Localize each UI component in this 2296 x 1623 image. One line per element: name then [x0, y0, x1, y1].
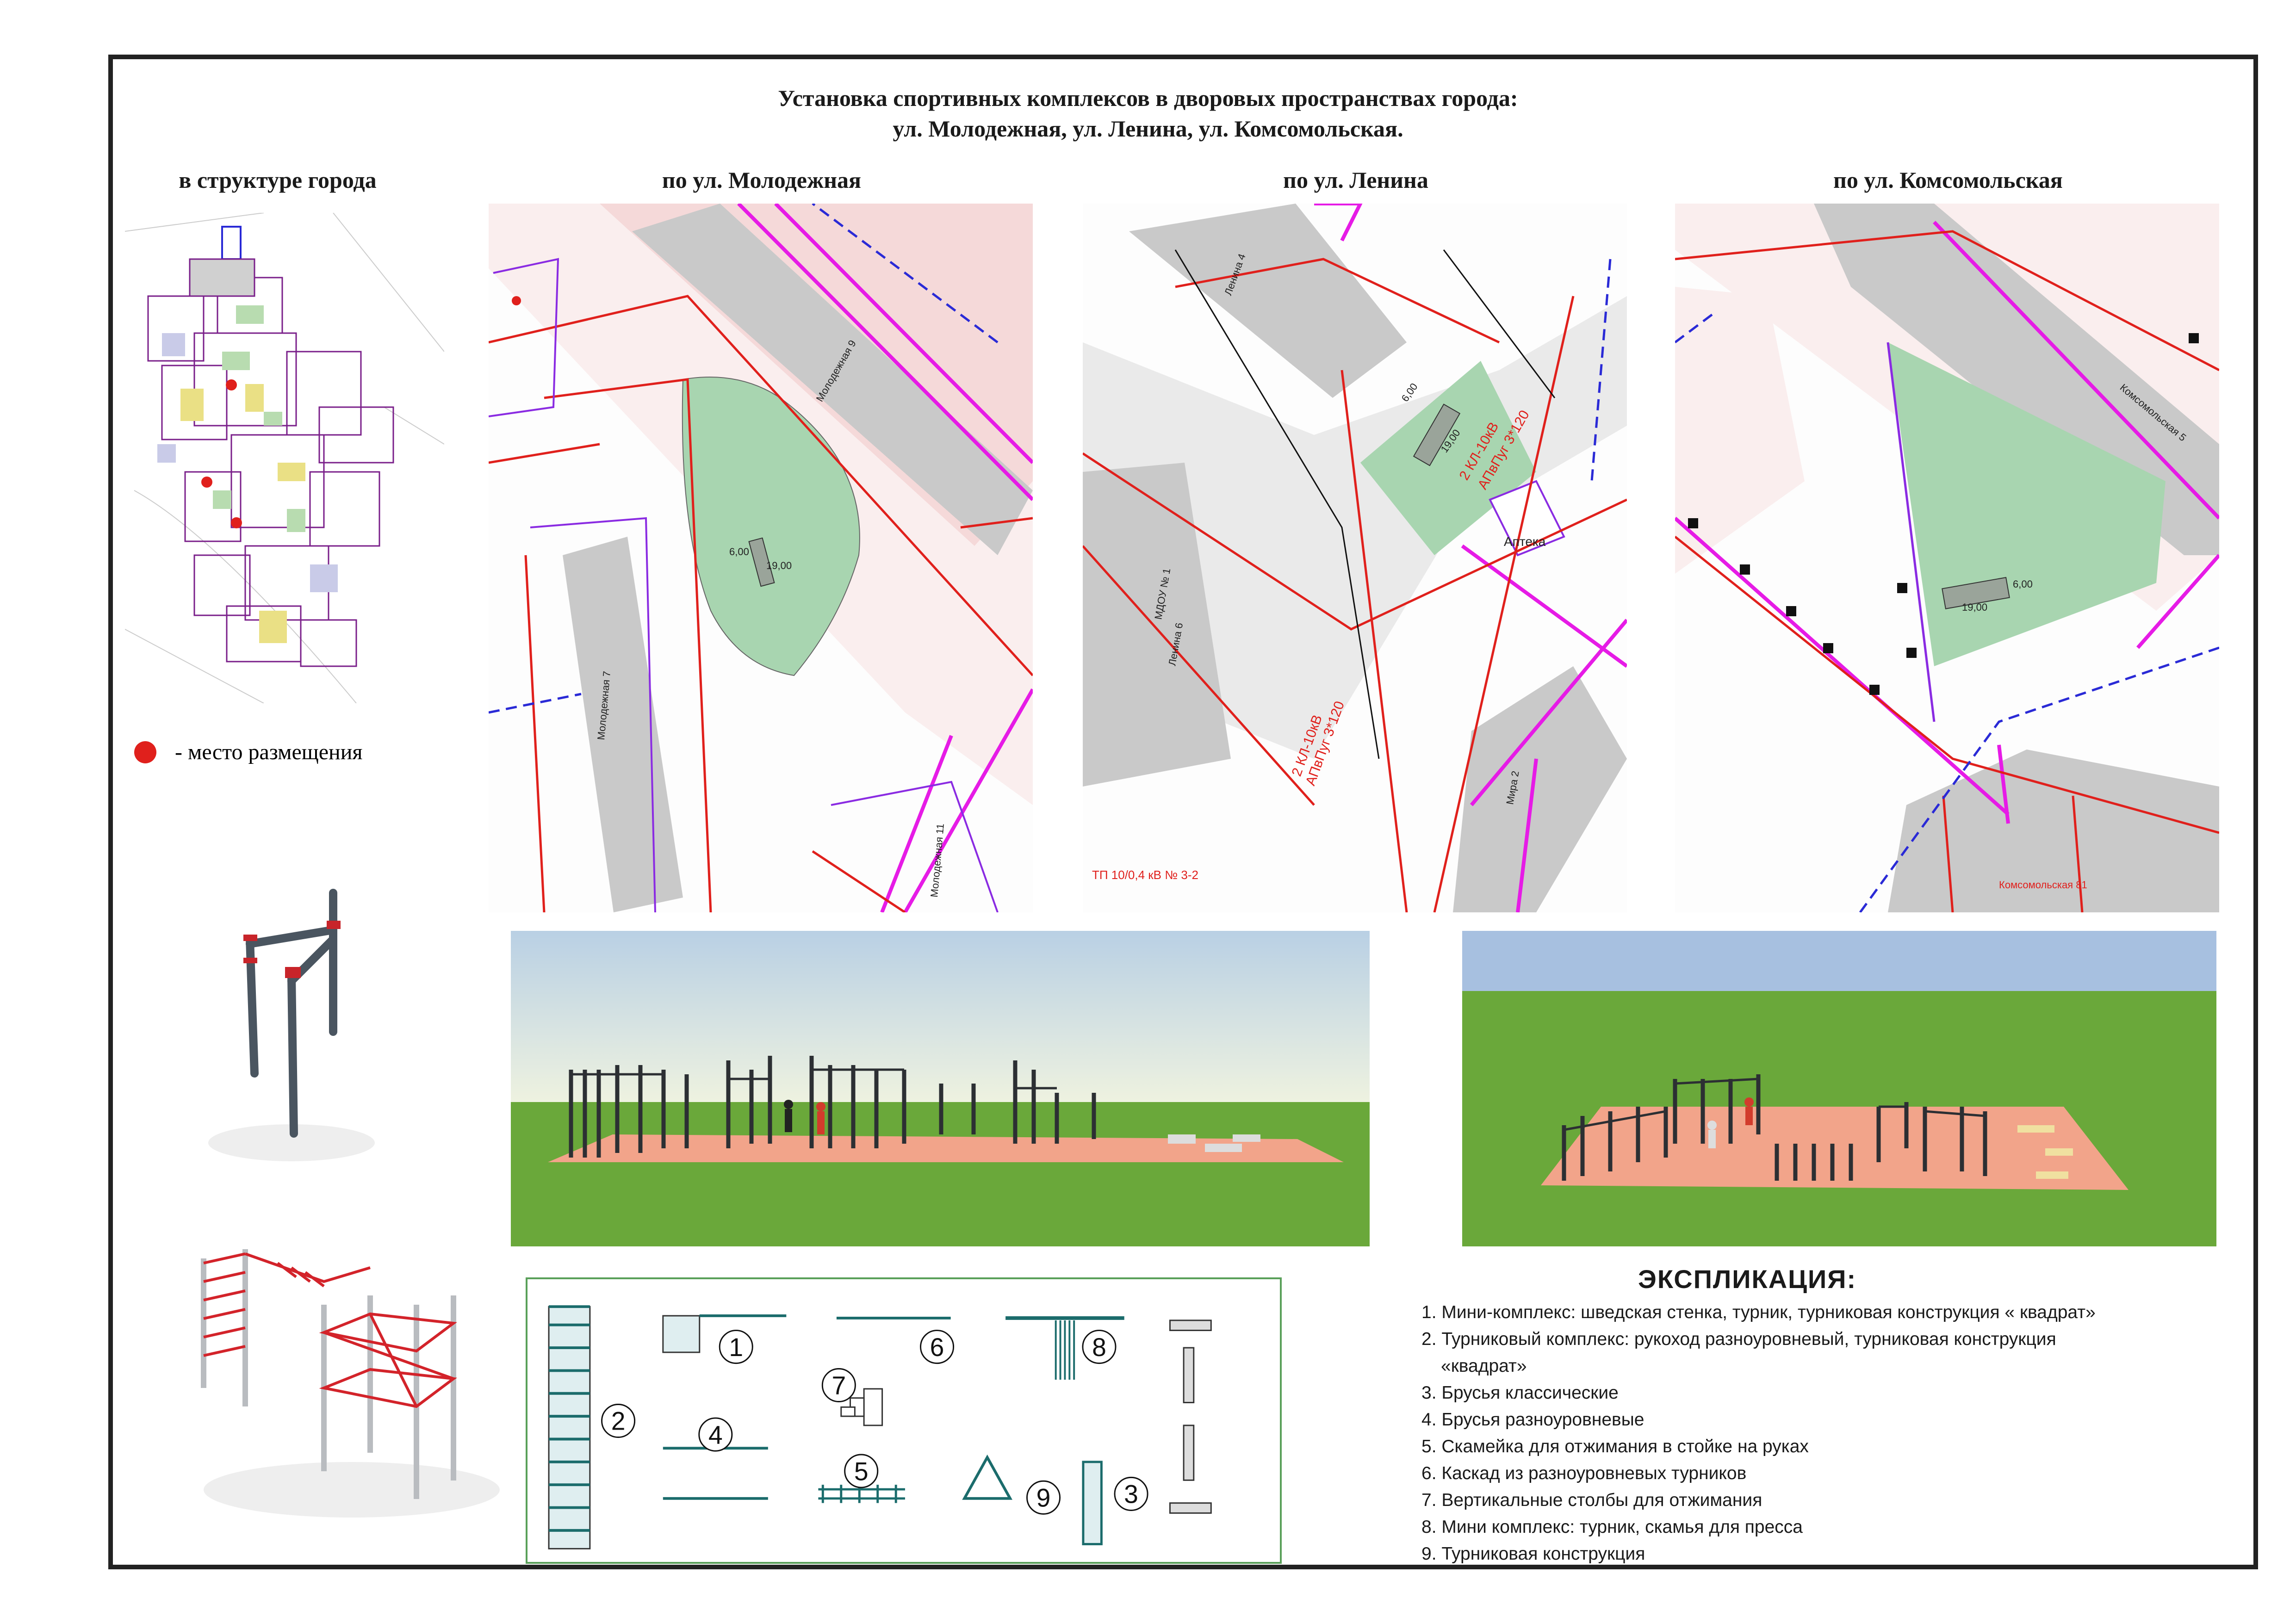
placement-marker-icon: [134, 741, 156, 763]
placement-markers: [201, 379, 242, 528]
map-lenina: 19,00 6,00 Ленина 4 МДОУ № 1 Ленина 6 Ап…: [1083, 204, 1627, 912]
section-title-city: в структуре города: [179, 167, 377, 193]
explication-item: 1. Мини-комплекс: шведская стенка, турни…: [1421, 1302, 2096, 1322]
plan-number-8: 8: [1092, 1333, 1106, 1362]
explication-item: 4. Брусья разноуровневые: [1421, 1410, 1644, 1430]
equipment-render-wall-bars: [176, 1212, 500, 1527]
explication-item: 7. Вертикальные столбы для отжимания: [1421, 1490, 1762, 1510]
plan-number-2: 2: [611, 1407, 626, 1436]
building-label-2: Комсомольская 81: [1999, 879, 2087, 891]
plan-number-1: 1: [729, 1333, 743, 1362]
render-molodezhnaya: [511, 931, 1370, 1246]
equipment-render-pullup-frame: [194, 874, 389, 1171]
city-structure-map: [125, 213, 444, 703]
explication-item: 5. Скамейка для отжимания в стойке на ру…: [1421, 1437, 1809, 1456]
dim-height-label: 6,00: [729, 546, 749, 558]
map-komsomolskaya: 19,00 6,00 Комсомольская 5 Комсомольская…: [1675, 204, 2219, 912]
dim-width-label: 19,00: [766, 560, 792, 571]
legend: - место размещения: [134, 739, 363, 765]
explication-item: 3. Брусья классические: [1421, 1383, 1619, 1403]
explication-item: 2. Турниковый комплекс: рукоход разноуро…: [1421, 1329, 2056, 1349]
explication-item: 6. Каскад из разноуровневых турников: [1421, 1463, 1747, 1483]
dim-height-label: 6,00: [2013, 578, 2033, 590]
section-title-komsomolskaya: по ул. Комсомольская: [1833, 167, 2063, 193]
explication-item: 9. Турниковая конструкция: [1421, 1544, 1645, 1564]
section-title-lenina: по ул. Ленина: [1283, 167, 1428, 193]
poster-title-line2: ул. Молодежная, ул. Ленина, ул. Комсомол…: [893, 116, 1403, 142]
section-title-molodezhnaya: по ул. Молодежная: [662, 167, 862, 193]
explication-item: «квадрат»: [1441, 1356, 1527, 1376]
lenina-map-drawing: 19,00 6,00 Ленина 4 МДОУ № 1 Ленина 6 Ап…: [1083, 204, 1627, 912]
explication-item: 8. Мини комплекс: турник, скамья для пре…: [1421, 1517, 1803, 1537]
poster-title-line1: Установка спортивных комплексов в дворов…: [778, 85, 1518, 111]
explication-list: 1. Мини-комплекс: шведская стенка, турни…: [1421, 1299, 2208, 1567]
komsomolskaya-map-drawing: 19,00 6,00 Комсомольская 5 Комсомольская…: [1675, 204, 2219, 912]
dim-width-label: 19,00: [1962, 601, 1987, 613]
molodezhnaya-map-drawing: 19,00 6,00 Молодежная 9 Молодежная 7 Мол…: [489, 204, 1033, 912]
plan-number-5: 5: [854, 1457, 869, 1486]
plan-number-7: 7: [832, 1371, 846, 1400]
explication-title: ЭКСПЛИКАЦИЯ:: [1638, 1264, 1857, 1294]
plan-number-6: 6: [930, 1333, 944, 1362]
plan-number-4: 4: [708, 1420, 723, 1449]
substation-label: ТП 10/0,4 кВ № 3-2: [1092, 868, 1198, 882]
building-label-pharmacy: Аптека: [1504, 534, 1546, 549]
render-komsomolskaya: [1462, 931, 2216, 1246]
plan-number-3: 3: [1124, 1480, 1138, 1509]
map-molodezhnaya: 19,00 6,00 Молодежная 9 Молодежная 7 Мол…: [489, 204, 1033, 912]
city-map-drawing: [125, 213, 444, 703]
equipment-layout-plan: 1 2 3 4 5 6 7 8 9: [526, 1277, 1282, 1564]
legend-text: - место размещения: [175, 740, 363, 764]
plan-number-9: 9: [1036, 1484, 1051, 1512]
